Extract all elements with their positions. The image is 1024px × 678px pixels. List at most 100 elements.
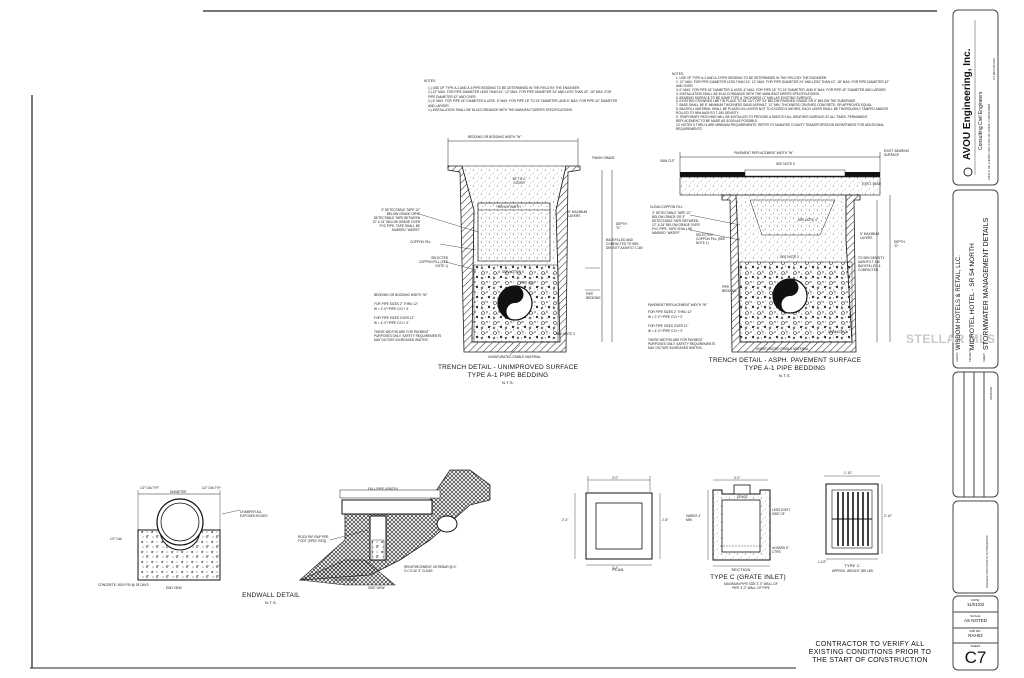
label-grate-dim-right: 2'-10": [884, 514, 893, 518]
cert-text: ENGINEER CERTIFICATE OF AUTHORIZATION: [986, 535, 989, 588]
project-prefix: PROJECT:: [969, 349, 972, 362]
label-see-note-4: SEE NOTE 4: [798, 218, 817, 222]
label-exist-bearing: EXIST. BEARING SURFACE: [884, 149, 909, 157]
note-right-4: 4. INSTALLATION SHALL BE IN ACCORDANCE W…: [676, 91, 820, 96]
label-see-note-5: SEE NOTE 5: [776, 162, 795, 166]
date-label: DATE:: [971, 598, 980, 602]
note-right-5: 5. BEARING SURFACE TO BE SAME TYPE & THI…: [676, 95, 813, 100]
sheet-title: STORMWATER MANAGEMENT DETAILS: [983, 217, 990, 350]
label-unsaturated-2: UNSATURATED STABLE MATERIAL: [756, 347, 809, 351]
label-side-view: SIDE VIEW: [368, 586, 385, 590]
scale-value: AS NOTED: [963, 618, 987, 623]
notes-right-heading: NOTES:: [672, 72, 684, 76]
label-w-formula-4: W = 4'-0"+PIPE O.D.+ 3': [648, 329, 683, 333]
label-no-bars: #4 BARS 6" CTRS: [772, 546, 789, 554]
job-value: RAH02: [968, 633, 983, 638]
title-section: SECTION: [731, 567, 751, 572]
title-plan: PLAN: [612, 567, 624, 572]
label-dia-typ-left: 1/2" DIA TYP.: [140, 486, 160, 490]
contractor-note-line3: THE START OF CONSTRUCTION: [812, 657, 928, 664]
label-clean-coppon: CLEAN COPPON FILL: [650, 205, 683, 209]
firm-phone: PH: (813) 555-0100: [993, 58, 996, 80]
title-endwall: ENDWALL DETAIL N.T.S.: [236, 592, 306, 605]
label-trench-width: TRENCH WIDTH: [496, 205, 521, 209]
label-pipe-width-head: BEDDING OR BODDING WIDTH "W": [374, 293, 428, 297]
notes-right: 1. USE OF TYPE A-2 AND A-3 PIPE BEDDING …: [676, 76, 892, 132]
note-left-2: 2.) 12" MAX. FOR PIPE DIAMETER LESS THAN…: [428, 90, 612, 99]
label-chamfer: CHAMFER ALL EXPOSED EDGES: [240, 510, 268, 518]
firm-name: AVOU Engineering, Inc.: [962, 48, 973, 161]
scale-label: SCALE:: [970, 614, 981, 618]
title-endwall-nts: N.T.S.: [264, 600, 278, 605]
label-cover: 18" TO 4' COVER: [512, 177, 526, 185]
label-grate-dim-edge: 1-1/2": [818, 560, 827, 564]
project-name: MICROTEL HOTEL - SR 54 NORTH: [969, 243, 976, 350]
title-endwall-line1: ENDWALL DETAIL: [242, 592, 300, 599]
label-dia-typ-right: 1/2" DIA TYP.: [202, 486, 222, 490]
label-depth: DEPTH "D": [616, 222, 627, 230]
title-type-c: TYPE C (GRATE INLET): [710, 574, 786, 581]
label-payment-note-1: THESE WIDTHS ARE FOR PAYMENT PURPOSES ON…: [374, 330, 442, 342]
label-selected-fill: SELECTED COPPON FILL (SEE NOTE 1): [418, 256, 448, 268]
label-section-dim-top: 3'-0": [734, 476, 741, 480]
label-exist-base: EXIST. BASE: [862, 182, 882, 186]
title-type-c-small: TYPE C: [844, 563, 860, 568]
title-trench-asph: TRENCH DETAIL - ASPH. PAVEMENT SURFACE T…: [700, 357, 870, 378]
label-plan-dim-right: 2'-8": [662, 518, 669, 522]
label-depth-2: DEPTH "D": [894, 240, 905, 248]
title-trench-unimproved-nts: N.T.S.: [501, 380, 515, 385]
sheet-number-label: SHEET: [970, 644, 981, 648]
label-see-note-2b: SEE NOTE 2: [780, 255, 799, 259]
note-right-3: 3. 6" MAX. FOR PIPE 18" DIAMETER & LESS,…: [676, 87, 887, 92]
label-pipe-bedding: PIPE BEDDING: [586, 292, 601, 300]
note-right-6: 6. EXISTING CROWNED LIMIT IN PLACE TO BE…: [676, 99, 857, 104]
label-plan-dim-top: 3'-0": [612, 476, 619, 480]
label-w-formula-1: W = 2'-0"+PIPE O.D.+ 3': [374, 307, 409, 311]
label-copper-fill: COPPON FILL: [410, 240, 432, 244]
label-plan-dim-left: 2'-4": [562, 518, 569, 522]
label-detectable-tape-2: 3" DETECTABLE TAPE 12" BELOW GRADE OR 3"…: [652, 211, 700, 235]
type-c-grate-drawing: [824, 475, 883, 560]
note-left-4: 4.) INSTALLATION SHALL BE IN ACCORDANCE …: [428, 108, 573, 113]
label-w-formula-3: W = 2'-0"+PIPE O.D.+ 3': [648, 315, 683, 319]
sheet-prefix: SHEET:: [983, 352, 986, 362]
note-right-9: 9. TEMPORARY PATCHING WILL BE INSTALLED …: [676, 115, 868, 123]
title-trench-asph-line2: TYPE A-1 PIPE BEDDING: [744, 365, 826, 372]
sheet-number-cell: SHEET C7: [953, 644, 998, 668]
note-left-1: 1.) USE OF TYPE A-2 AND A-3 PIPE BEDDING…: [428, 86, 581, 90]
section-drawing: [707, 479, 771, 567]
firm-address: 10641 N. DALE MABRY HWY, SUITE 100, TAMP…: [988, 103, 991, 180]
title-trench-unimproved: TRENCH DETAIL - UNIMPROVED SURFACE TYPE …: [428, 364, 588, 385]
title-trench-unimproved-line1: TRENCH DETAIL - UNIMPROVED SURFACE: [437, 364, 579, 371]
job-label: JOB NO.:: [969, 629, 982, 633]
label-for-pipe-2: FOR PIPE SIZES OVER 12": [374, 316, 415, 320]
job-cell: JOB NO.: RAH02: [953, 629, 998, 638]
note-right-1: 1. USE OF TYPE A-2 AND A-3 PIPE BEDDING …: [676, 76, 828, 80]
label-to-98: TO 98% DENSITY AASHTO T-180 BACKFILLED &…: [858, 256, 885, 272]
label-layers: 6" MAXIMUM LAYERS: [568, 210, 588, 218]
note-right-8: 8. BACKFILL MATERIAL SHALL BE PLACED IN …: [676, 107, 888, 116]
label-grate-dim-top: 1'-10": [844, 471, 853, 475]
label-full-pipe: FULL PIPE LENGTH: [368, 487, 398, 491]
label-for-pipe-1: FOR PIPE SIZES 2" THRU 12": [374, 302, 419, 306]
label-approx-weight: APPROX. WEIGHT 285 LBS.: [832, 569, 874, 573]
label-half-dia: 1/2" DIA: [110, 537, 122, 541]
notes-left: 1.) USE OF TYPE A-2 AND A-3 PIPE BEDDING…: [428, 86, 618, 112]
label-selected-fill-2: SELECTED COPPON FILL (SEE NOTE 1): [696, 233, 726, 245]
client-name: WISDOM HOTELS & RETAIL, LLC.: [956, 255, 962, 350]
label-reinforcement: REINFORCEMENT: #5 REBAR @ 6" O.C.E.W. 3"…: [404, 565, 457, 573]
note-right-2: 2. 12" MAX. FOR PIPE DIAMETER LESS THAN …: [676, 79, 890, 88]
label-pipe-od: PIPE O.D.: [520, 281, 535, 285]
note-left-3: 3.) 6" MAX. FOR PIPE 18" DIAMETER & LESS…: [428, 99, 618, 108]
label-bedding-width: BEDDING OR BODDING WIDTH "W": [468, 135, 522, 139]
label-saw-cut: SAW CUT: [660, 159, 675, 163]
label-finish-grade: FINISH GRADE: [592, 156, 615, 160]
label-w-formula-2: W = 4'-0"+PIPE O.D.+ 3': [374, 321, 409, 325]
note-right-10: 10. NOTES 5 THRU 9 ARE MINIMUM REQUIREME…: [676, 122, 884, 131]
label-plan-dim-bottom: 3'-4": [612, 566, 619, 570]
label-unsaturated-1: UNSATURATED STABLE MATERIAL: [488, 355, 541, 359]
label-see-note-3b: SEE NOTE 3: [828, 330, 847, 334]
side-view-drawing: [298, 469, 491, 586]
label-filter-fabric: FILTER FABRIC: [334, 578, 358, 582]
